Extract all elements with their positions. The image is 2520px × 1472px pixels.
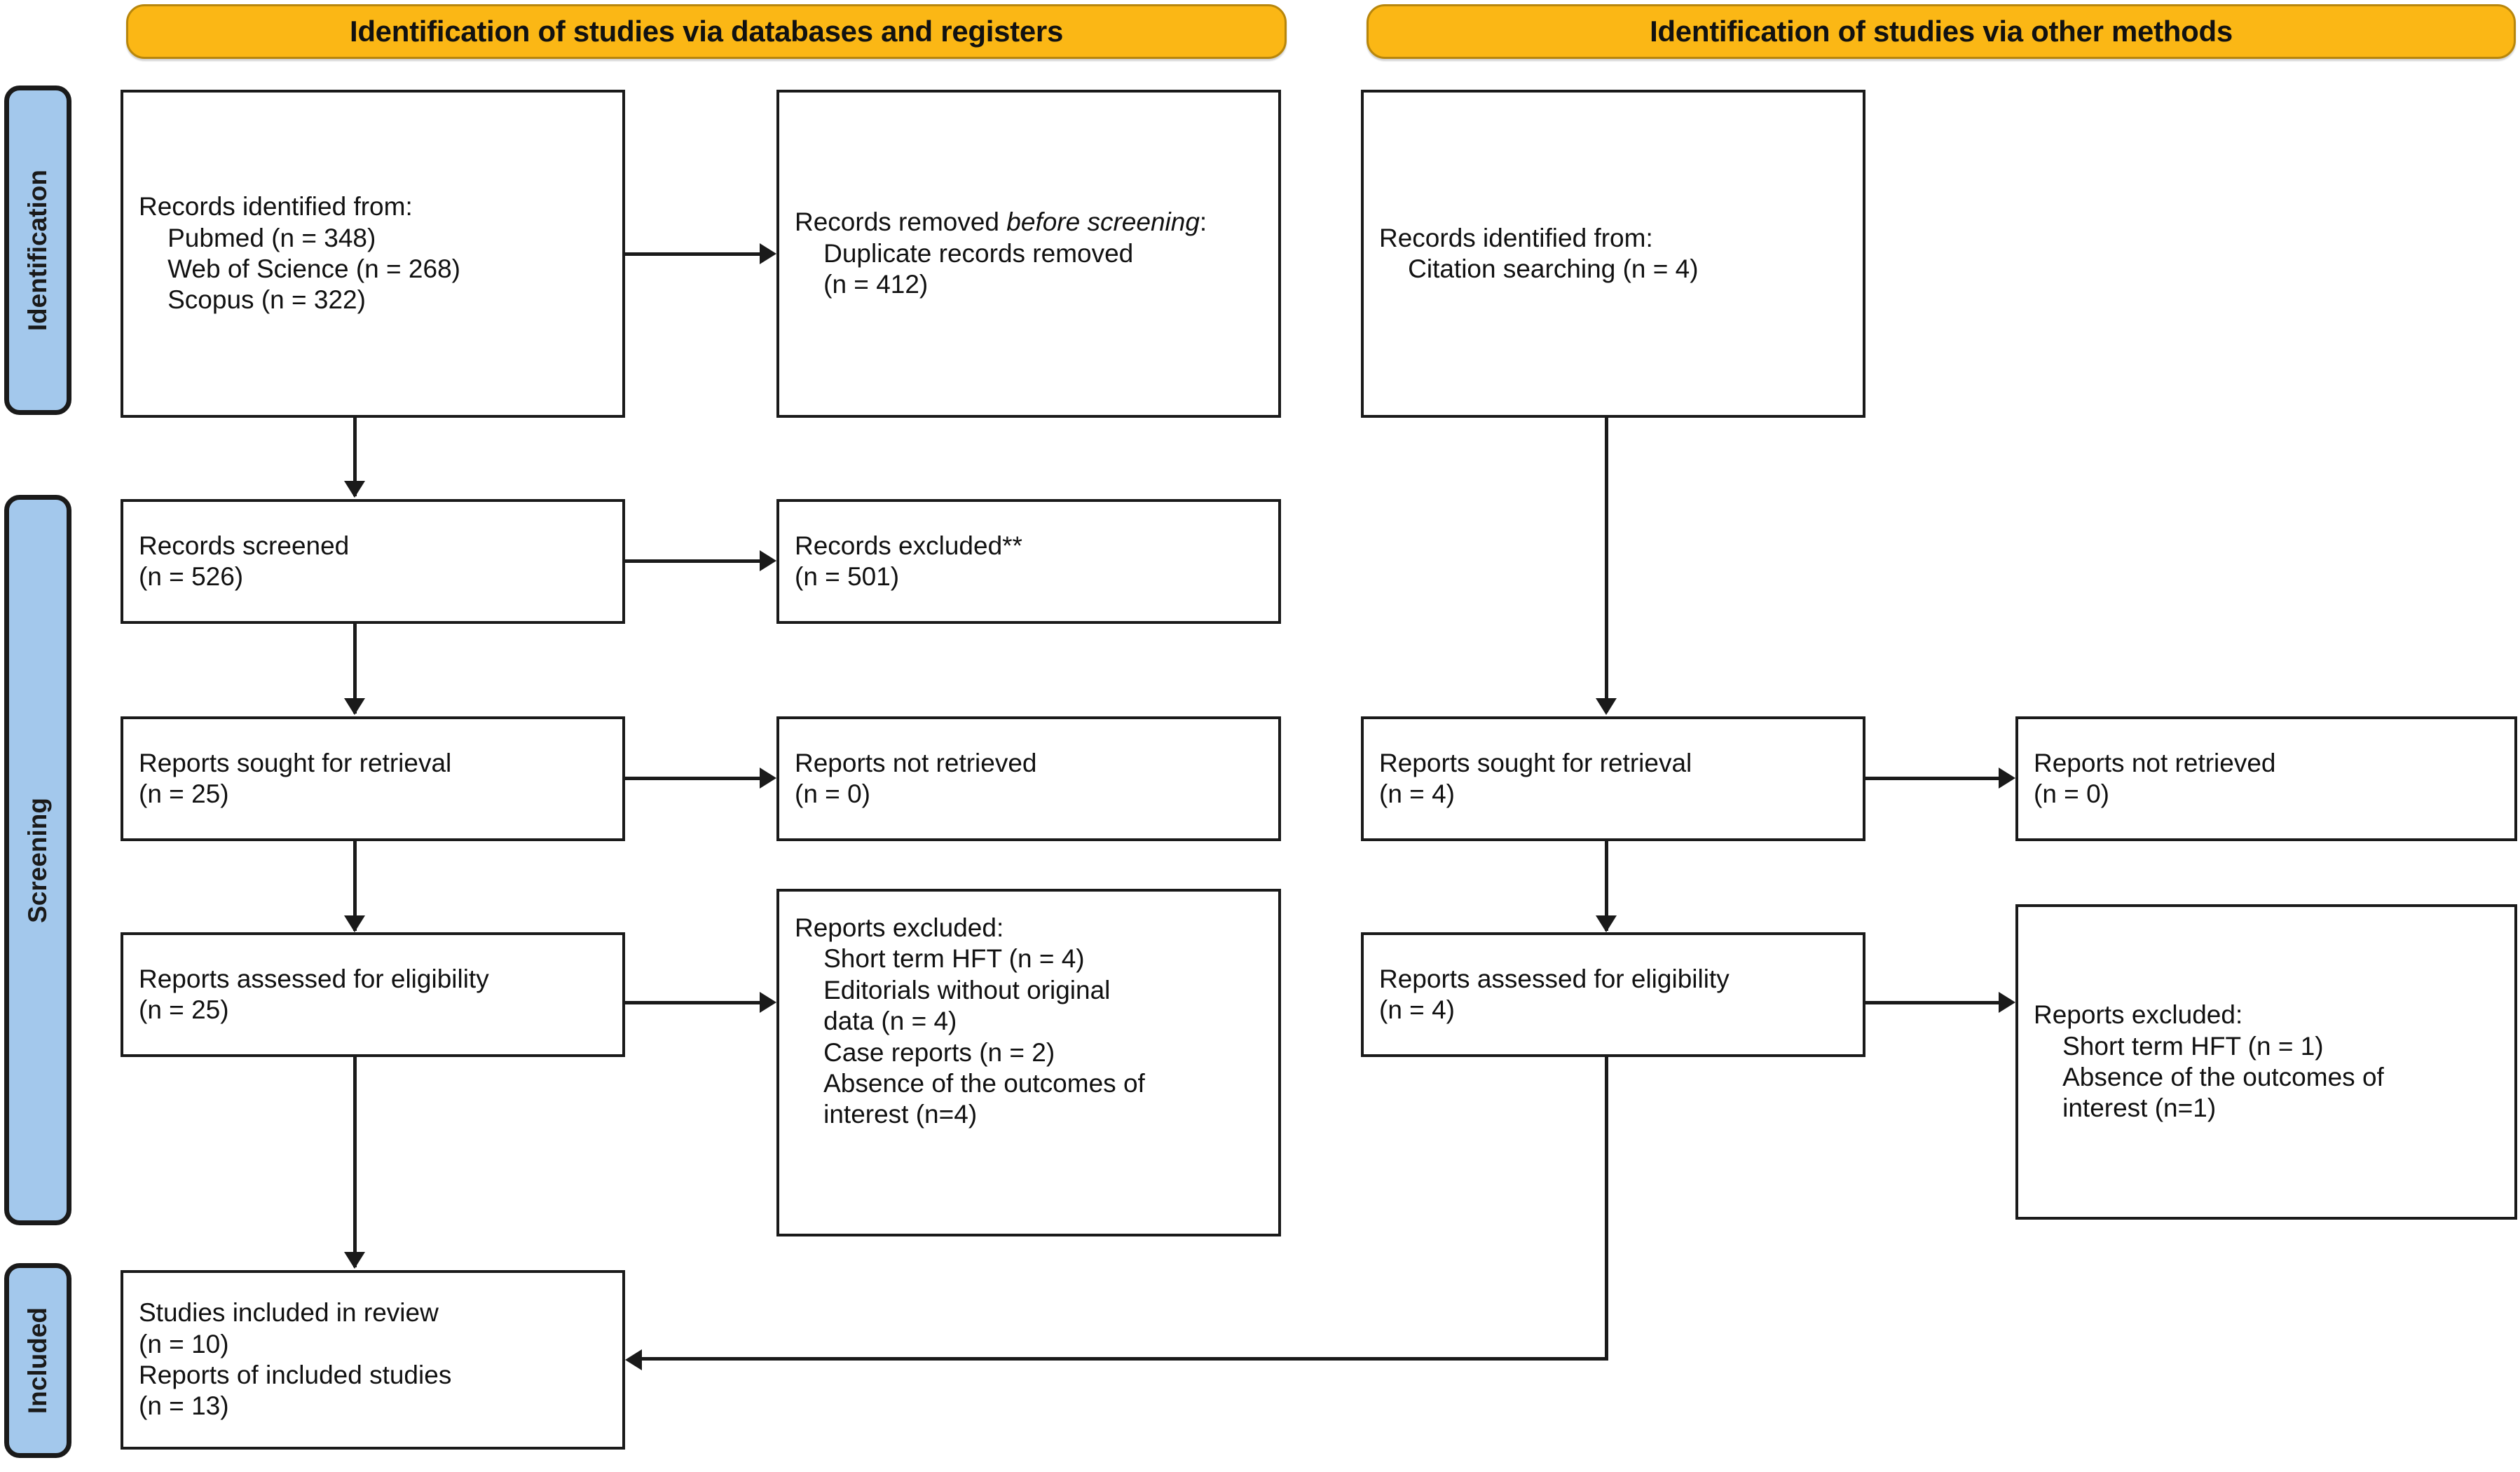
node-reports-sought-other-text: Reports sought for retrieval (n = 4)	[1379, 748, 1692, 808]
node-reports-not-retrieved-other-text: Reports not retrieved (n = 0)	[2034, 748, 2276, 808]
node-records-identified-other-text: Records identified from: Citation search…	[1379, 223, 1699, 283]
banner-other-methods: Identification of studies via other meth…	[1367, 4, 2516, 59]
connector-identified-to-screened	[353, 418, 357, 496]
stage-pill-included-label: Included	[23, 1307, 52, 1415]
node-reports-assessed-other-text: Reports assessed for eligibility (n = 4)	[1379, 964, 1730, 1024]
records-removed-prefix: Records removed	[795, 207, 1007, 237]
node-reports-excluded-databases: Reports excluded: Short term HFT (n = 4)…	[776, 889, 1281, 1236]
node-reports-excluded-other: Reports excluded: Short term HFT (n = 1)…	[2015, 904, 2517, 1220]
arrow-assessed-to-excluded-left	[760, 992, 776, 1013]
node-records-removed-before-screening: Records removed before screening: Duplic…	[776, 90, 1281, 418]
connector-assessed-to-excluded-right	[1865, 1001, 1999, 1004]
arrow-sought-to-assessed-right	[1596, 915, 1617, 932]
stage-pill-screening-label: Screening	[23, 797, 52, 923]
connector-identified-to-removed	[625, 252, 760, 256]
records-removed-italic: before screening	[1006, 207, 1200, 237]
connector-sought-to-assessed-left	[353, 841, 357, 931]
connector-screened-to-sought	[353, 624, 357, 714]
arrow-identified-to-removed	[760, 243, 776, 264]
arrow-screened-to-excluded	[760, 550, 776, 571]
node-reports-excluded-databases-text: Reports excluded: Short term HFT (n = 4)…	[795, 913, 1145, 1129]
node-reports-assessed-databases: Reports assessed for eligibility (n = 25…	[121, 932, 625, 1057]
node-reports-sought-other: Reports sought for retrieval (n = 4)	[1361, 716, 1865, 841]
arrow-other-to-included	[625, 1349, 642, 1370]
arrow-screened-to-sought	[344, 698, 365, 715]
stage-pill-included: Included	[4, 1263, 71, 1458]
arrow-identified-other-to-sought	[1596, 698, 1617, 715]
arrow-assessed-to-included	[344, 1252, 365, 1269]
node-reports-excluded-other-text: Reports excluded: Short term HFT (n = 1)…	[2034, 1000, 2384, 1123]
node-records-screened-text: Records screened (n = 526)	[139, 531, 350, 591]
connector-identified-other-to-sought	[1605, 418, 1608, 712]
connector-sought-to-not-retrieved-left	[625, 777, 760, 780]
node-reports-assessed-databases-text: Reports assessed for eligibility (n = 25…	[139, 964, 489, 1024]
banner-databases-registers: Identification of studies via databases …	[126, 4, 1287, 59]
arrow-sought-to-not-retrieved-right	[1999, 768, 2015, 789]
connector-assessed-to-included	[353, 1057, 357, 1267]
node-records-identified-other: Records identified from: Citation search…	[1361, 90, 1865, 418]
node-records-excluded: Records excluded** (n = 501)	[776, 499, 1281, 624]
arrow-sought-to-assessed-left	[344, 915, 365, 932]
node-reports-not-retrieved-databases: Reports not retrieved (n = 0)	[776, 716, 1281, 841]
node-records-identified-databases-text: Records identified from: Pubmed (n = 348…	[139, 192, 460, 315]
banner-databases-registers-label: Identification of studies via databases …	[349, 15, 1064, 48]
node-records-identified-databases: Records identified from: Pubmed (n = 348…	[121, 90, 625, 418]
arrow-assessed-to-excluded-right	[1999, 992, 2015, 1013]
node-reports-not-retrieved-other: Reports not retrieved (n = 0)	[2015, 716, 2517, 841]
node-reports-sought-databases: Reports sought for retrieval (n = 25)	[121, 716, 625, 841]
node-records-screened: Records screened (n = 526)	[121, 499, 625, 624]
node-reports-not-retrieved-databases-text: Reports not retrieved (n = 0)	[795, 748, 1037, 808]
connector-sought-to-not-retrieved-right	[1865, 777, 1999, 780]
node-reports-assessed-other: Reports assessed for eligibility (n = 4)	[1361, 932, 1865, 1057]
node-records-removed-before-screening-text: Records removed before screening: Duplic…	[795, 207, 1207, 300]
node-studies-included: Studies included in review (n = 10) Repo…	[121, 1270, 625, 1450]
stage-pill-identification-label: Identification	[23, 169, 52, 332]
connector-screened-to-excluded	[625, 559, 760, 563]
connector-other-to-included-horizontal	[642, 1357, 1608, 1361]
node-records-excluded-text: Records excluded** (n = 501)	[795, 531, 1022, 591]
connector-other-to-included-vertical	[1605, 1057, 1608, 1360]
records-removed-suffix: : Duplicate records removed (n = 412)	[823, 207, 1207, 299]
arrow-sought-to-not-retrieved-left	[760, 768, 776, 789]
node-reports-sought-databases-text: Reports sought for retrieval (n = 25)	[139, 748, 452, 808]
node-studies-included-text: Studies included in review (n = 10) Repo…	[139, 1298, 452, 1421]
connector-sought-to-assessed-right	[1605, 841, 1608, 931]
banner-other-methods-label: Identification of studies via other meth…	[1650, 15, 2233, 48]
arrow-identified-to-screened	[344, 481, 365, 498]
connector-assessed-to-excluded-left	[625, 1001, 760, 1004]
stage-pill-identification: Identification	[4, 86, 71, 415]
stage-pill-screening: Screening	[4, 495, 71, 1225]
